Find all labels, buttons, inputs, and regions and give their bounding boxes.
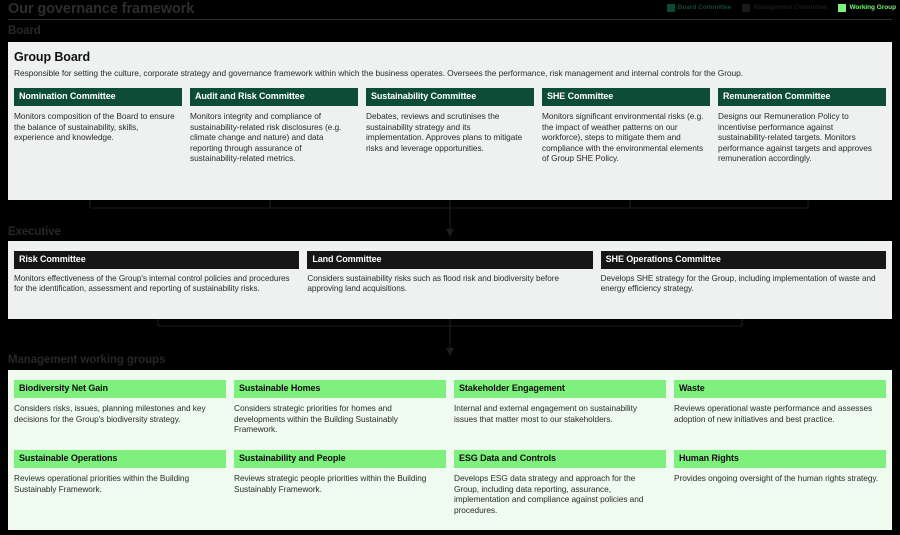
- card-body: Reviews operational waste performance an…: [674, 403, 873, 424]
- arrowhead: [446, 229, 454, 237]
- card-title: Sustainability Committee: [366, 88, 534, 106]
- card-title: Waste: [674, 380, 886, 398]
- card-risk-committee[interactable]: Risk Committee Monitors effectiveness of…: [14, 251, 300, 295]
- card-title: Sustainable Homes: [234, 380, 446, 398]
- card-title: SHE Committee: [542, 88, 710, 106]
- panel-board: Group Board Responsible for setting the …: [8, 42, 892, 200]
- connector-board-to-executive: [0, 193, 900, 241]
- section-label-executive: Executive: [8, 226, 61, 238]
- legend-swatch-management-committee: [742, 4, 751, 12]
- arrowhead: [446, 348, 454, 356]
- legend-item-board-committee: Board Committee: [666, 4, 732, 12]
- group-board-title: Group Board: [14, 50, 90, 64]
- legend-label-management-committee: Management Committee: [753, 4, 828, 11]
- card-sustainable-operations[interactable]: Sustainable Operations Reviews operation…: [14, 450, 226, 515]
- card-she-operations-committee[interactable]: SHE Operations Committee Develops SHE st…: [600, 251, 886, 295]
- connector-executive-to-management: [0, 312, 900, 370]
- card-title: ESG Data and Controls: [454, 450, 666, 468]
- card-title: SHE Operations Committee: [600, 251, 886, 269]
- working-group-cards-row-1: Biodiversity Net Gain Considers risks, i…: [14, 380, 886, 435]
- card-body: Provides ongoing oversight of the human …: [674, 473, 879, 483]
- card-waste[interactable]: Waste Reviews operational waste performa…: [674, 380, 886, 435]
- legend-item-management-committee: Management Committee: [742, 4, 828, 12]
- card-title: Audit and Risk Committee: [190, 88, 358, 106]
- card-title: Remuneration Committee: [718, 88, 886, 106]
- card-body: Develops ESG data strategy and approach …: [454, 473, 644, 515]
- card-remuneration-committee[interactable]: Remuneration Committee Designs our Remun…: [718, 88, 886, 164]
- legend-label-working-group: Working Group: [849, 4, 896, 11]
- card-body: Reviews strategic people priorities with…: [234, 473, 427, 494]
- panel-management-working-groups: Biodiversity Net Gain Considers risks, i…: [8, 370, 892, 530]
- card-body: Develops SHE strategy for the Group, inc…: [600, 274, 876, 294]
- card-body: Internal and external engagement on sust…: [454, 403, 637, 424]
- legend: Board Committee Management Committee Wor…: [666, 2, 896, 14]
- group-board-description: Responsible for setting the culture, cor…: [14, 68, 744, 78]
- card-human-rights[interactable]: Human Rights Provides ongoing oversight …: [674, 450, 886, 515]
- card-body: Monitors effectiveness of the Group's in…: [14, 274, 290, 294]
- executive-committee-cards: Risk Committee Monitors effectiveness of…: [14, 251, 886, 295]
- card-title: Risk Committee: [14, 251, 300, 269]
- working-group-cards-row-2: Sustainable Operations Reviews operation…: [14, 450, 886, 515]
- card-title: Nomination Committee: [14, 88, 182, 106]
- legend-label-board-committee: Board Committee: [677, 4, 732, 11]
- card-body: Monitors integrity and compliance of sus…: [190, 111, 342, 164]
- card-body: Debates, reviews and scrutinises the sus…: [366, 111, 523, 153]
- card-nomination-committee[interactable]: Nomination Committee Monitors compositio…: [14, 88, 182, 164]
- card-she-committee[interactable]: SHE Committee Monitors significant envir…: [542, 88, 710, 164]
- card-title: Human Rights: [674, 450, 886, 468]
- card-body: Designs our Remuneration Policy to incen…: [718, 111, 872, 164]
- card-sustainability-committee[interactable]: Sustainability Committee Debates, review…: [366, 88, 534, 164]
- card-body: Monitors composition of the Board to ens…: [14, 111, 175, 143]
- card-title: Biodiversity Net Gain: [14, 380, 226, 398]
- card-body: Considers risks, issues, planning milest…: [14, 403, 206, 424]
- page-header: Our governance framework Board Committee…: [0, 0, 900, 22]
- card-body: Considers strategic priorities for homes…: [234, 403, 398, 435]
- legend-item-working-group: Working Group: [838, 4, 896, 12]
- legend-swatch-working-group: [838, 4, 847, 12]
- card-audit-and-risk-committee[interactable]: Audit and Risk Committee Monitors integr…: [190, 88, 358, 164]
- board-committee-cards: Nomination Committee Monitors compositio…: [14, 88, 886, 164]
- section-label-management-working-groups: Management working groups: [8, 354, 166, 366]
- section-label-board: Board: [8, 25, 41, 37]
- card-sustainable-homes[interactable]: Sustainable Homes Considers strategic pr…: [234, 380, 446, 435]
- card-body: Considers sustainability risks such as f…: [307, 274, 559, 294]
- panel-executive: Risk Committee Monitors effectiveness of…: [8, 241, 892, 319]
- card-sustainability-and-people[interactable]: Sustainability and People Reviews strate…: [234, 450, 446, 515]
- card-land-committee[interactable]: Land Committee Considers sustainability …: [307, 251, 593, 295]
- connector-arrow-icon: [157, 319, 743, 356]
- card-body: Monitors significant environmental risks…: [542, 111, 704, 164]
- card-title: Sustainable Operations: [14, 450, 226, 468]
- legend-swatch-board-committee: [666, 4, 675, 12]
- connector-arrow-icon: [89, 200, 809, 237]
- card-title: Stakeholder Engagement: [454, 380, 666, 398]
- card-title: Sustainability and People: [234, 450, 446, 468]
- card-biodiversity-net-gain[interactable]: Biodiversity Net Gain Considers risks, i…: [14, 380, 226, 435]
- card-title: Land Committee: [307, 251, 593, 269]
- page-title: Our governance framework: [8, 1, 195, 17]
- card-esg-data-and-controls[interactable]: ESG Data and Controls Develops ESG data …: [454, 450, 666, 515]
- title-divider: [8, 19, 892, 20]
- card-body: Reviews operational priorities within th…: [14, 473, 190, 494]
- card-stakeholder-engagement[interactable]: Stakeholder Engagement Internal and exte…: [454, 380, 666, 435]
